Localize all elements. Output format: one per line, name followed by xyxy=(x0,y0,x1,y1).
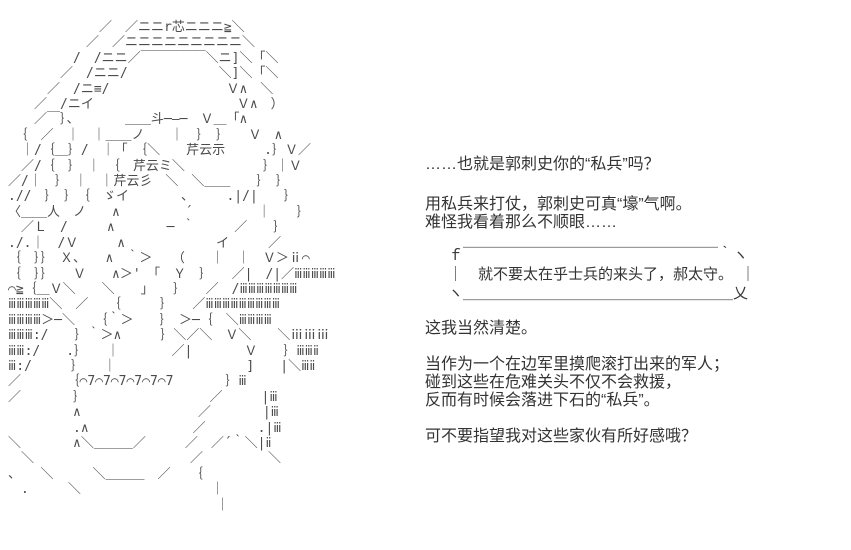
speech-bubble-top-border: ｆ￣￣￣￣￣￣￣￣￣￣￣￣￣￣￣￣￣｀ヽ xyxy=(433,246,749,264)
speech-bubble-bottom-border: ヽ＿＿＿＿＿＿＿＿＿＿＿＿＿＿＿＿＿＿乂 xyxy=(433,284,749,302)
dialogue-narration-4: 当作为一个在边军里摸爬滚打出来的军人； 碰到这些在危难关头不仅不会救援， 反而有… xyxy=(425,356,730,409)
dialogue-narration-2: 用私兵来打仗，郭刺史可真“壕”气啊。 难怪我看着那么不顺眼…… xyxy=(425,196,692,231)
ascii-art-portrait: ／ ／ニニr芯ニニニ≧＼ ／ ／ニニニニニニニニニ＼ / /ニニ／￣￣￣￣￣＼ニ… xyxy=(8,20,336,513)
speech-bubble: ｆ￣￣￣￣￣￣￣￣￣￣￣￣￣￣￣￣￣｀ヽ ｜ 就不要太在乎士兵的来头了，郝太守。… xyxy=(433,246,756,303)
speech-bubble-text: ｜ 就不要太在乎士兵的来头了，郝太守。 ｜ xyxy=(433,265,756,283)
dialogue-narration-5: 可不要指望我对这些家伙有所好感哦？ xyxy=(425,428,698,445)
dialogue-narration-1: ……也就是郭刺史你的“私兵”吗？ xyxy=(425,156,660,173)
dialogue-narration-3: 这我当然清楚。 xyxy=(425,320,538,337)
